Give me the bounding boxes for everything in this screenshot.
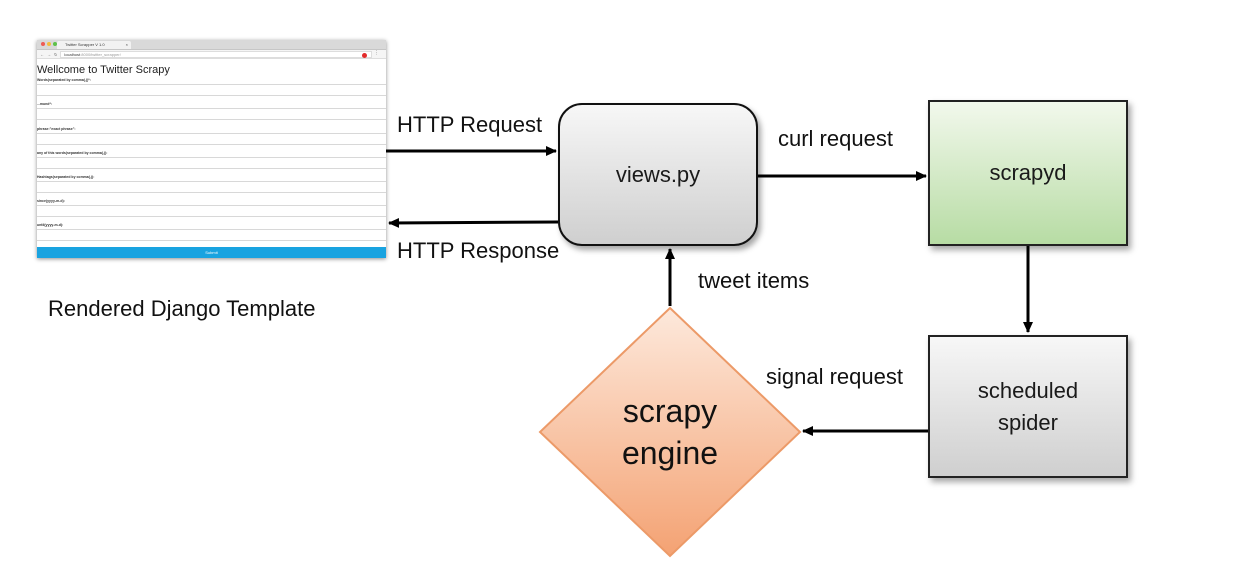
form-field-input — [37, 205, 386, 217]
tweet-items-label: tweet items — [698, 268, 810, 293]
http-response-arrow — [388, 217, 559, 228]
form-field-input — [37, 133, 386, 145]
page-heading: Wellcome to Twitter Scrapy — [37, 64, 170, 76]
browser-tab-title: Twitter Scrapper V 1.0 — [65, 42, 105, 47]
window-close-icon — [41, 42, 45, 46]
template-caption: Rendered Django Template — [48, 296, 316, 321]
form-field-label: ...mund*: — [37, 102, 52, 106]
url-path: :8000/twitter_scrapper/ — [80, 51, 121, 57]
scrapyd-label: scrapyd — [989, 160, 1067, 185]
form-field-label: Hashtags(separated by comma(,)): — [37, 175, 95, 179]
browser-address-bar: ← → ↻ localhost:8000/twitter_scrapper/ ⋮ — [37, 50, 386, 59]
forward-icon: → — [47, 51, 51, 57]
url-field: localhost:8000/twitter_scrapper/ ⋮ — [60, 50, 379, 58]
scrapyd-node: scrapyd — [928, 100, 1128, 246]
form-field: Hashtags(separated by comma(,)): — [37, 175, 386, 193]
url-host: localhost — [64, 51, 81, 57]
form-field-label: any of this words(separated by comma(,))… — [37, 151, 108, 155]
form-field-input — [37, 181, 386, 193]
browser-tab: Twitter Scrapper V 1.0 × — [57, 41, 131, 49]
curl-request-label: curl request — [778, 126, 893, 151]
form-field: phrase:"exact phrase": — [37, 127, 386, 145]
window-maximize-icon — [53, 42, 57, 46]
form-field: ...mund*: — [37, 102, 386, 120]
spider-label-line1: scheduled — [977, 377, 1079, 403]
extension-icon — [362, 52, 367, 58]
form-field-label: until(yyyy-m-d): — [37, 223, 64, 227]
form-field-input — [37, 84, 386, 96]
engine-label-line2: engine — [621, 435, 719, 471]
menu-icon: ⋮ — [374, 49, 379, 56]
form-field: any of this words(separated by comma(,))… — [37, 151, 386, 169]
form-field-input — [37, 229, 386, 241]
form-field: Words(separated by comma(,))*: — [37, 78, 386, 96]
window-minimize-icon — [47, 42, 51, 46]
form-field: until(yyyy-m-d): — [37, 223, 386, 241]
browser-titlebar: Twitter Scrapper V 1.0 × — [37, 40, 386, 50]
form-field: since(yyyy-m-d): — [37, 199, 386, 217]
scrapy-engine-label: scrapy engine — [560, 390, 780, 474]
signal-request-label: signal request — [766, 364, 903, 389]
form-field-input — [37, 157, 386, 169]
http-response-label: HTTP Response — [397, 238, 560, 263]
engine-label-line1: scrapy — [622, 393, 718, 429]
submit-button: Submit — [37, 247, 386, 258]
form-field-label: since(yyyy-m-d): — [37, 199, 65, 203]
form-field-label: Words(separated by comma(,))*: — [37, 78, 91, 82]
rendered-template-screenshot: Twitter Scrapper V 1.0 × ← → ↻ localhost… — [37, 40, 386, 258]
form-field-label: phrase:"exact phrase": — [37, 127, 76, 131]
back-icon: ← — [40, 51, 44, 57]
scrapy-engine-diamond — [538, 306, 802, 558]
scheduled-spider-node: scheduled spider — [928, 335, 1128, 478]
views-py-label: views.py — [615, 161, 701, 187]
form-field-input — [37, 108, 386, 120]
spider-label-line2: spider — [998, 409, 1058, 435]
views-py-node: views.py — [558, 103, 758, 246]
tab-close-icon: × — [125, 42, 128, 47]
reload-icon: ↻ — [54, 51, 58, 57]
http-request-label: HTTP Request — [397, 112, 543, 137]
